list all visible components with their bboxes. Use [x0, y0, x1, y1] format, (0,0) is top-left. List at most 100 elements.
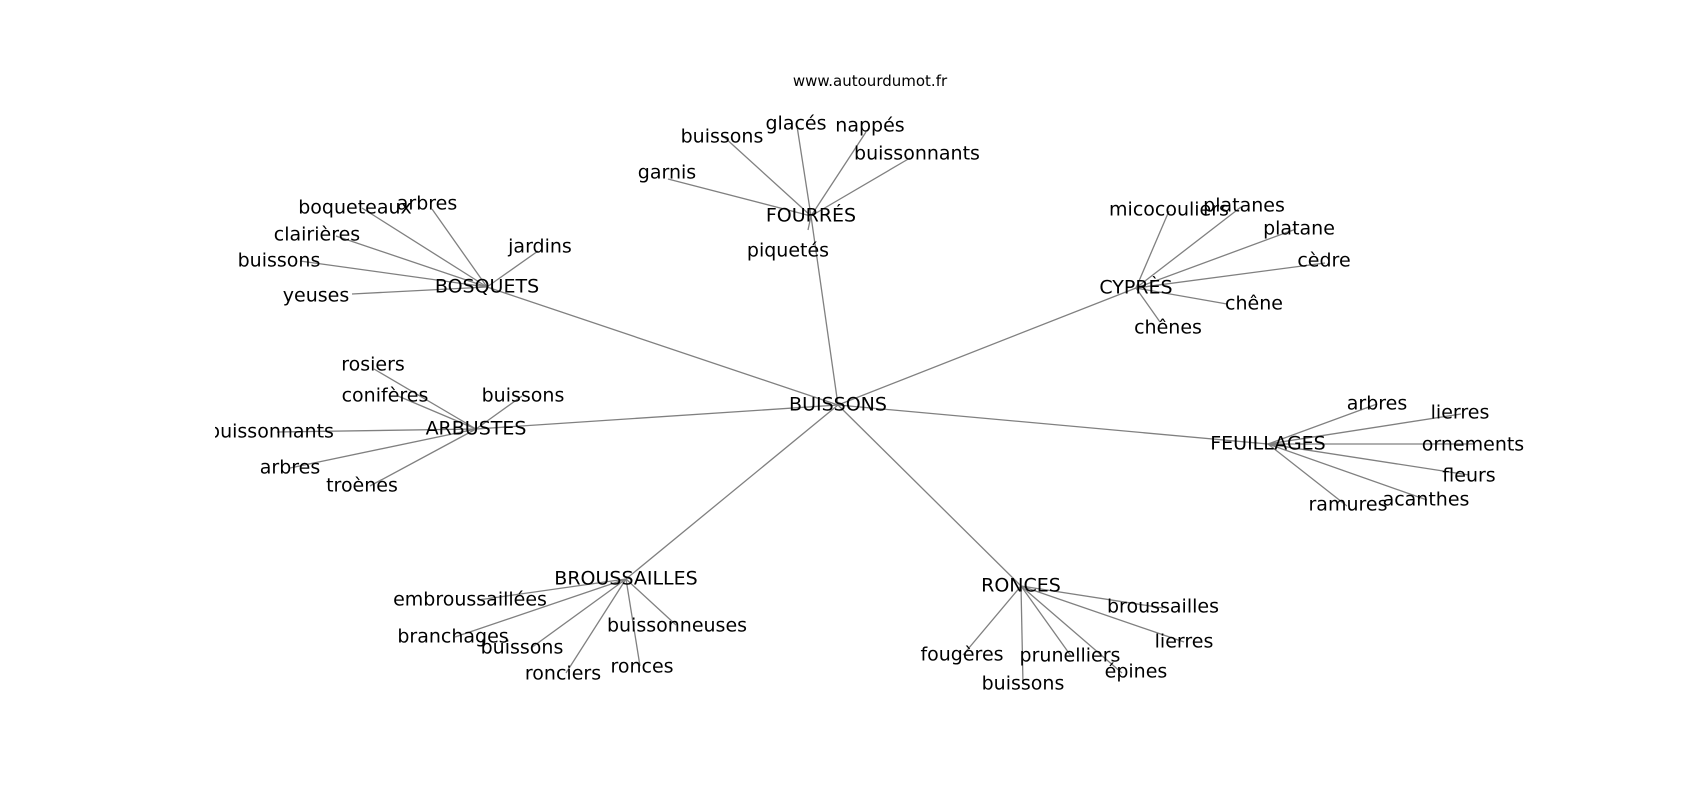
node-leaf-arbres[interactable]: arbres — [397, 193, 458, 215]
edge-broussailles-branchages — [454, 578, 627, 638]
node-leaf-prunelliers[interactable]: prunelliers — [1020, 645, 1121, 667]
edge-bosquets-buissons — [299, 260, 488, 288]
node-hub-broussailles[interactable]: BROUSSAILLES — [554, 568, 697, 590]
node-leaf-broussailles[interactable]: broussailles — [1107, 596, 1219, 618]
node-leaf-arbres[interactable]: arbres — [1347, 393, 1408, 415]
node-leaf-buissonneuses[interactable]: buissonneuses — [607, 615, 747, 637]
edge-broussailles-embroussaillees — [477, 578, 627, 601]
node-hub-bosquets[interactable]: BOSQUETS — [435, 276, 539, 298]
edge-fourres-buissons — [722, 135, 812, 217]
node-hub-cypres[interactable]: CYPRÈS — [1099, 276, 1172, 299]
edge-ronces-fougeres — [962, 585, 1022, 656]
edge-feuillages-ramures — [1267, 443, 1348, 507]
node-leaf-glaces[interactable]: glacés — [765, 113, 826, 135]
edge-bosquets-arbres — [431, 208, 488, 288]
edge-cypres-platane — [1135, 228, 1297, 289]
node-leaf-cedre[interactable]: cèdre — [1297, 250, 1350, 272]
node-leaf-ronciers[interactable]: ronciers — [525, 663, 601, 685]
node-leaf-buissonnants[interactable]: buissonnants — [854, 143, 980, 165]
node-leaf-rosiers[interactable]: rosiers — [341, 354, 405, 376]
node-leaf-fougeres[interactable]: fougères — [920, 644, 1003, 666]
node-leaf-chene[interactable]: chêne — [1225, 293, 1283, 315]
node-leaf-clairieres[interactable]: clairières — [274, 224, 360, 246]
node-leaf-yeuses[interactable]: yeuses — [283, 285, 349, 307]
node-leaf-ramures[interactable]: ramures — [1309, 494, 1388, 516]
node-leaf-ornements[interactable]: ornements — [1422, 434, 1524, 456]
node-leaf-buissonnants[interactable]: buissonnants — [208, 421, 334, 443]
node-hub-arbustes[interactable]: ARBUSTES — [426, 418, 527, 440]
edge-center-feuillages — [837, 404, 1269, 445]
node-leaf-nappes[interactable]: nappés — [835, 115, 904, 137]
edge-arbustes-arbres — [289, 428, 477, 469]
node-leaf-buissons[interactable]: buissons — [681, 126, 764, 148]
edge-feuillages-lierres — [1267, 413, 1462, 445]
node-leaf-chenes[interactable]: chênes — [1134, 317, 1202, 339]
edge-broussailles-buissonneuses — [625, 578, 677, 626]
edge-ronces-buissons — [1020, 585, 1024, 685]
node-leaf-acanthes[interactable]: acanthes — [1383, 489, 1470, 511]
edge-center-cypres — [837, 287, 1137, 406]
edge-cypres-micocouliers — [1135, 210, 1170, 289]
node-hub-ronces[interactable]: RONCES — [981, 575, 1061, 597]
edge-center-arbustes — [475, 404, 839, 430]
edge-cypres-platanes — [1135, 206, 1242, 289]
edge-ronces-prunelliers — [1020, 585, 1072, 657]
edge-arbustes-coniferes — [397, 395, 477, 430]
node-leaf-platane[interactable]: platane — [1263, 218, 1335, 240]
node-leaf-buissons[interactable]: buissons — [238, 250, 321, 272]
edge-broussailles-ronciers — [565, 578, 627, 674]
edge-broussailles-ronces — [625, 578, 641, 667]
edge-feuillages-arbres — [1267, 403, 1378, 445]
edge-arbustes-troenes — [369, 428, 477, 487]
node-leaf-buissons[interactable]: buissons — [481, 637, 564, 659]
edge-bosquets-clairieres — [335, 235, 488, 288]
edge-ronces-epines — [1020, 585, 1123, 674]
edge-fourres-piquetes — [807, 215, 812, 231]
edge-arbustes-rosiers — [373, 368, 477, 430]
edge-broussailles-buissons — [530, 578, 627, 649]
node-leaf-piquetes[interactable]: piquetés — [747, 240, 829, 262]
node-leaf-embroussaillees[interactable]: embroussaillées — [393, 589, 547, 611]
node-leaf-epines[interactable]: épines — [1105, 661, 1168, 683]
node-leaf-platanes[interactable]: platanes — [1203, 195, 1285, 217]
edge-fourres-garnis — [667, 178, 812, 217]
site-url[interactable]: www.autourdumot.fr — [792, 72, 948, 90]
node-leaf-lierres[interactable]: lierres — [1431, 402, 1490, 424]
node-hub-fourres[interactable]: FOURRÉS — [766, 204, 856, 227]
edge-center-bosquets — [486, 286, 839, 406]
edge-fourres-glaces — [796, 125, 812, 217]
edge-arbustes-buissonnants — [276, 428, 477, 433]
node-leaf-coniferes[interactable]: conifères — [342, 385, 429, 407]
edge-cypres-chene — [1135, 287, 1228, 305]
edge-feuillages-fleurs — [1267, 443, 1470, 476]
edge-fourres-nappes — [810, 131, 867, 217]
edge-fourres-buissonnants — [810, 157, 911, 217]
node-leaf-ronces[interactable]: ronces — [610, 656, 673, 678]
edge-bosquets-boqueteaux — [361, 207, 488, 288]
node-leaf-branchages[interactable]: branchages — [397, 626, 508, 648]
node-leaf-buissons[interactable]: buissons — [982, 673, 1065, 695]
node-center[interactable]: BUISSONS — [789, 394, 887, 416]
node-leaf-buissons[interactable]: buissons — [482, 385, 565, 407]
edge-arbustes-buissons — [475, 395, 523, 430]
node-leaf-boqueteaux[interactable]: boqueteaux — [298, 197, 412, 219]
node-leaf-jardins[interactable]: jardins — [507, 236, 572, 258]
edge-bosquets-jardins — [486, 250, 539, 288]
edge-center-broussailles — [625, 404, 839, 580]
node-leaf-lierres[interactable]: lierres — [1155, 631, 1214, 653]
edge-bosquets-yeuses — [351, 286, 488, 295]
edge-center-ronces — [837, 404, 1022, 587]
edge-ronces-lierres — [1020, 585, 1185, 643]
node-leaf-micocouliers[interactable]: micocouliers — [1109, 199, 1229, 221]
edge-feuillages-acanthes — [1267, 443, 1428, 501]
edge-center-fourres — [810, 215, 839, 406]
node-leaf-fleurs[interactable]: fleurs — [1442, 465, 1495, 487]
edge-ronces-broussailles — [1020, 585, 1164, 609]
node-leaf-garnis[interactable]: garnis — [638, 162, 696, 184]
node-leaf-troenes[interactable]: troènes — [326, 475, 398, 497]
left-margin-mask — [0, 0, 215, 800]
node-leaf-arbres[interactable]: arbres — [260, 457, 321, 479]
node-hub-feuillages[interactable]: FEUILLAGES — [1210, 433, 1326, 455]
